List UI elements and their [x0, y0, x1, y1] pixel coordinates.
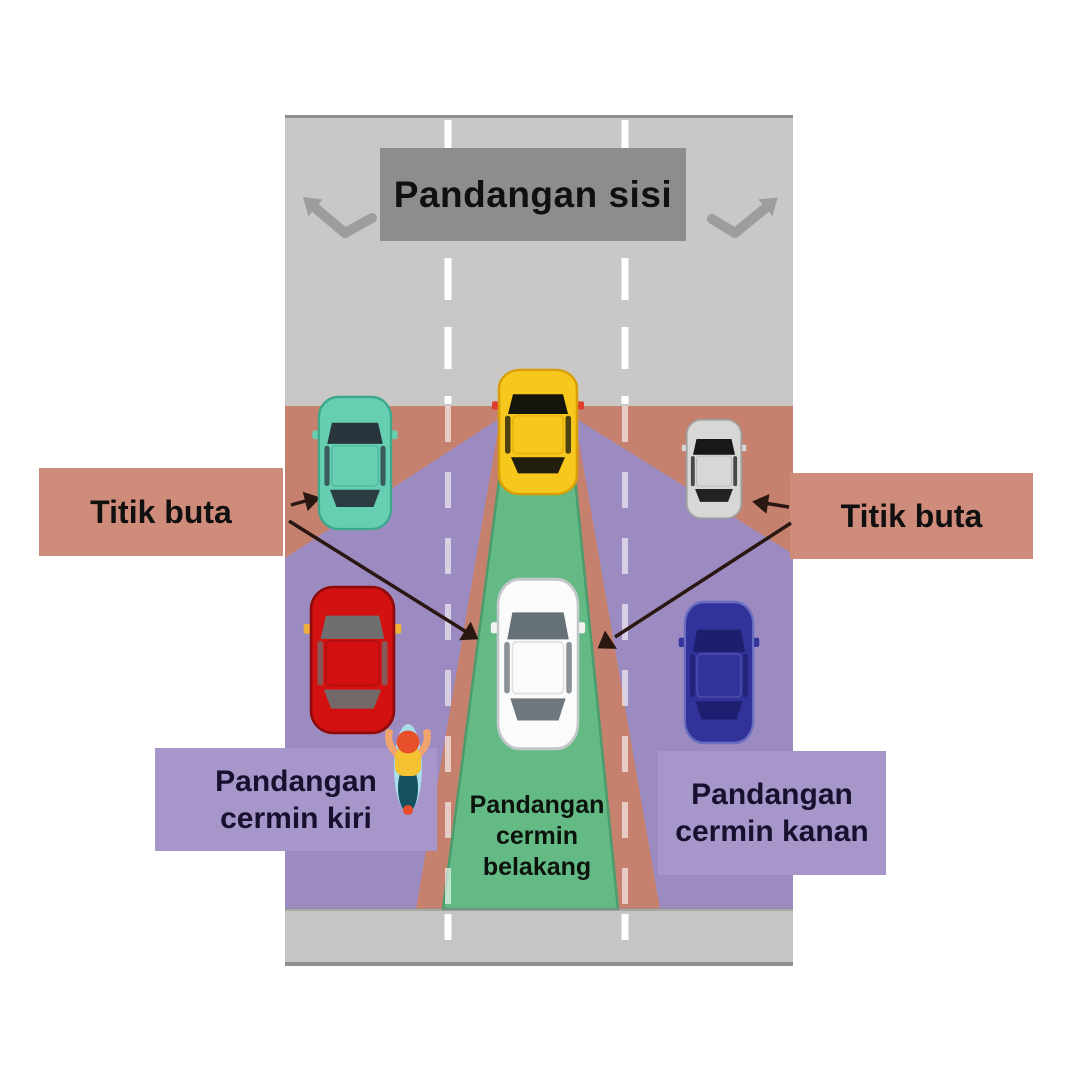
- car-side-window-right: [381, 640, 388, 686]
- car-rear-window: [695, 701, 743, 720]
- road-bottom-section: [285, 909, 793, 964]
- blind-arrow-left-long: [288, 519, 469, 635]
- car-windshield: [693, 439, 735, 455]
- rider-helmet: [396, 730, 420, 754]
- blind-arrow-right-short-head-icon: [752, 494, 770, 514]
- car-rear-window: [511, 457, 565, 474]
- blind-spot-label-box-right: [790, 473, 1033, 559]
- car-side-window-right: [565, 415, 571, 454]
- red-car: [303, 585, 402, 735]
- motorcycle-tail-light: [403, 805, 413, 815]
- car-windshield: [320, 615, 385, 639]
- car-rear-window: [330, 489, 380, 508]
- yellow-car: [492, 368, 584, 496]
- car-body: [496, 577, 580, 751]
- car-windshield: [692, 629, 746, 653]
- car-side-window-left: [504, 641, 510, 694]
- car-roof: [331, 445, 379, 487]
- car-side-window-left: [317, 640, 324, 686]
- title-box: [380, 148, 686, 241]
- blind-arrow-right-short: [763, 501, 790, 509]
- car-windshield: [507, 612, 569, 640]
- car-side-window-right: [733, 456, 738, 487]
- silver-car: [681, 418, 747, 520]
- curved-arrow-left-head-icon: [303, 197, 323, 217]
- white-car: [490, 577, 586, 751]
- mirror-label-box-right: [658, 751, 886, 875]
- blind-arrow-left-short-head-icon: [302, 491, 321, 512]
- car-side-window-left: [324, 445, 330, 486]
- curved-arrow-right-head-icon: [758, 197, 778, 217]
- car-windshield: [327, 422, 383, 444]
- car-side-window-right: [566, 641, 572, 694]
- blind-arrow-left-long-head-icon: [459, 621, 479, 641]
- car-body: [317, 395, 393, 531]
- car-body: [683, 600, 755, 745]
- curved-arrow-right: [707, 201, 773, 238]
- car-body: [309, 585, 396, 735]
- car-body: [685, 418, 743, 520]
- car-roof: [696, 653, 742, 698]
- blind-spot-label-box-left: [39, 468, 283, 556]
- car-side-window-left: [505, 415, 511, 454]
- zone-road-separator-line: [285, 908, 793, 911]
- car-side-window-left: [690, 456, 695, 487]
- car-rear-window: [510, 698, 566, 721]
- blue-car: [678, 600, 760, 745]
- rider-hand-right: [423, 729, 431, 737]
- rider-hand-left: [385, 729, 393, 737]
- car-roof: [512, 415, 564, 455]
- motorcyclist: [385, 724, 431, 815]
- curved-arrow-left: [308, 201, 377, 238]
- teal-car: [312, 395, 398, 531]
- car-roof: [511, 640, 565, 695]
- car-rear-window: [695, 489, 733, 502]
- motorcycle-seat: [398, 764, 418, 812]
- vehicles-layer: [303, 368, 760, 751]
- car-windshield: [508, 394, 568, 414]
- rider-torso: [395, 748, 421, 776]
- car-side-window-left: [690, 654, 695, 698]
- road-top-edge-line: [285, 115, 793, 119]
- car-body: [497, 368, 579, 496]
- car-roof: [325, 640, 380, 687]
- mirror-label-box-left: [155, 748, 437, 851]
- road-bottom-edge-line: [285, 962, 793, 966]
- car-roof: [695, 455, 733, 487]
- blind-arrow-right-long: [614, 521, 792, 639]
- car-side-window-right: [743, 654, 748, 698]
- car-side-window-right: [380, 445, 386, 486]
- car-rear-window: [323, 689, 382, 709]
- blind-arrow-right-long-head-icon: [597, 630, 617, 649]
